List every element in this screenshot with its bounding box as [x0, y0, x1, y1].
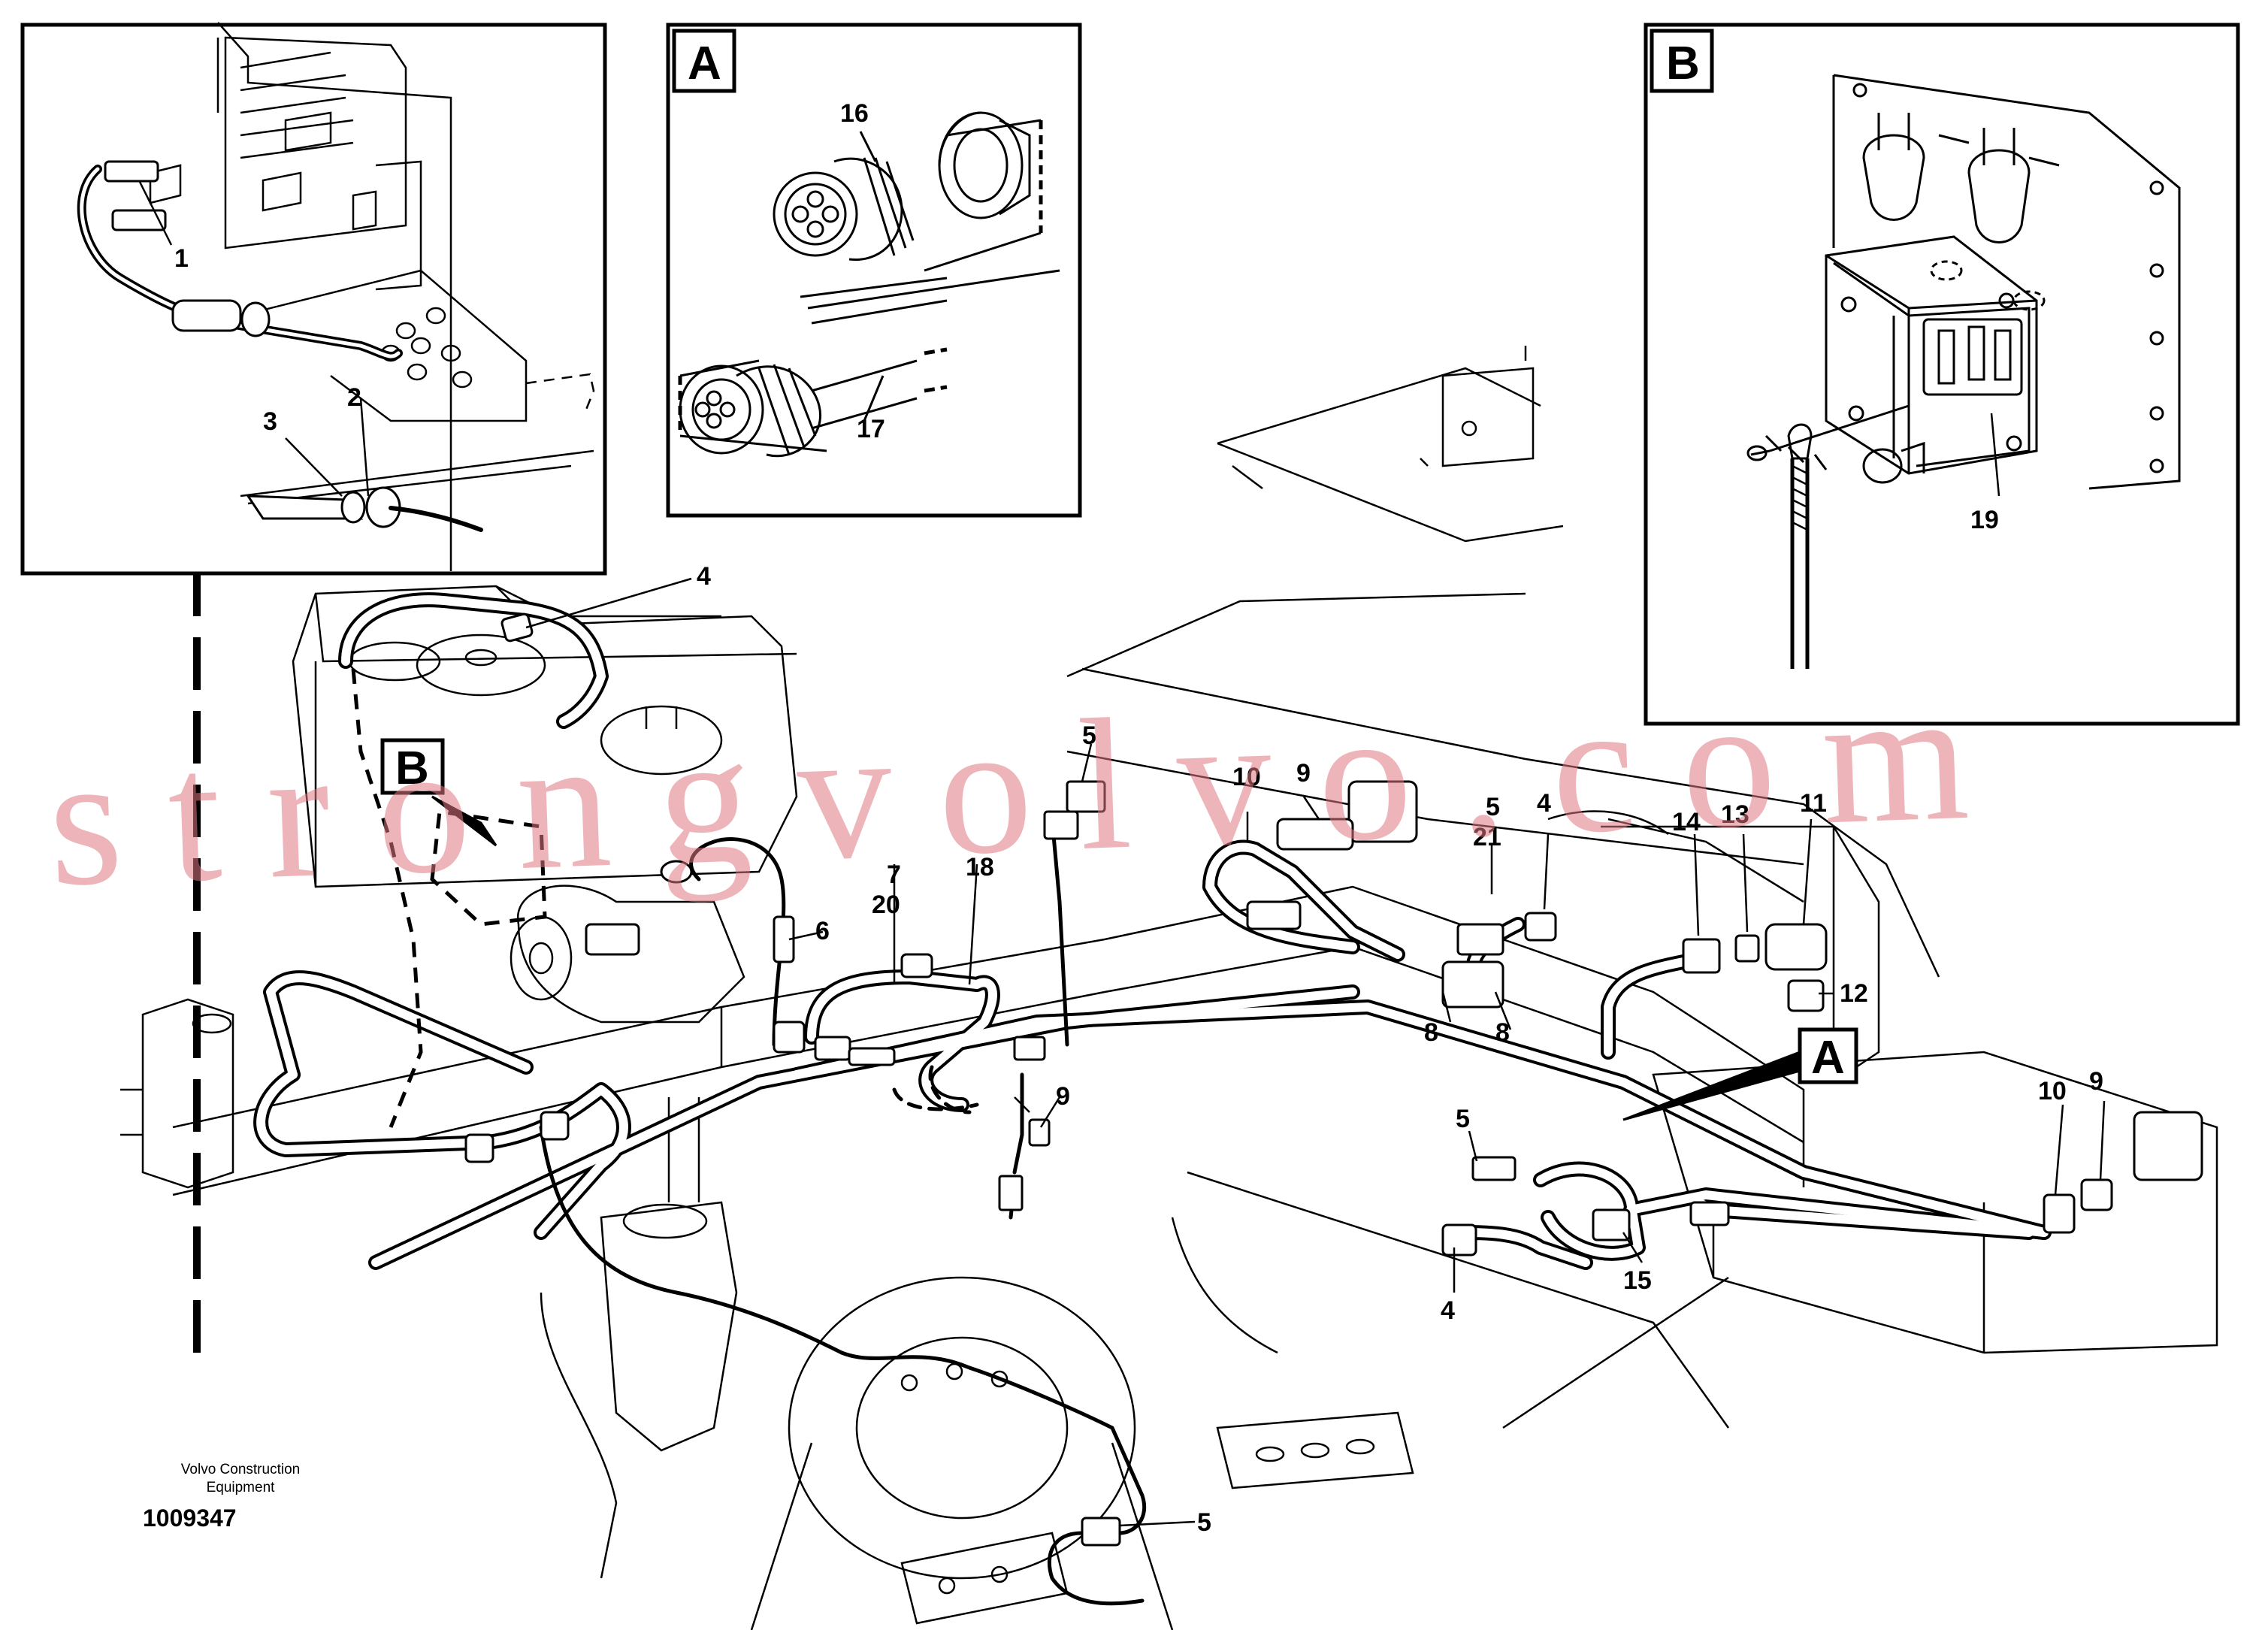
callout-20: 20 — [872, 891, 900, 919]
callout-9-top: 9 — [1296, 759, 1311, 788]
callout-12: 12 — [1840, 979, 1868, 1008]
pointer-a-letter: A — [1811, 1032, 1845, 1084]
callout-14: 14 — [1672, 808, 1701, 836]
callout-2: 2 — [347, 383, 361, 412]
callout-4-mid: 4 — [1537, 789, 1551, 818]
callout-5-low: 5 — [1456, 1105, 1470, 1133]
pointer-a: A — [1622, 1027, 1858, 1121]
callout-19: 19 — [1970, 506, 1999, 534]
callout-9-right: 9 — [2089, 1067, 2103, 1096]
callout-8-a: 8 — [1424, 1018, 1438, 1047]
callout-18: 18 — [966, 853, 994, 882]
detail-inset-b: B — [1644, 23, 2240, 726]
callout-5-bottom: 5 — [1197, 1508, 1211, 1537]
harness-connectors — [464, 612, 2203, 1547]
callout-13: 13 — [1721, 800, 1749, 829]
callout-21: 21 — [1473, 823, 1501, 851]
callout-9-mid: 9 — [1056, 1082, 1070, 1111]
machine-frame-linework — [120, 346, 2218, 1630]
detail-inset-top-left: 1 2 3 — [20, 22, 607, 576]
callout-16: 16 — [840, 99, 869, 128]
b-region-dashed — [351, 668, 547, 1128]
callout-1: 1 — [174, 244, 189, 273]
callout-15: 15 — [1623, 1266, 1652, 1295]
callout-5-mid: 5 — [1486, 793, 1500, 821]
credit-line-2: Equipment — [206, 1480, 275, 1495]
callout-17: 17 — [857, 415, 885, 443]
pointer-b: B — [380, 738, 497, 847]
inset-a-letter: A — [688, 38, 721, 89]
callout-4-top: 4 — [697, 562, 711, 591]
callout-5-top: 5 — [1082, 721, 1096, 750]
detail-inset-a: A — [666, 23, 1082, 518]
credit-line-1: Volvo Construction — [180, 1462, 301, 1477]
inset-b-letter: B — [1666, 38, 1700, 89]
callout-4-low: 4 — [1441, 1296, 1455, 1325]
callout-10-right: 10 — [2038, 1077, 2067, 1105]
callout-10-top: 10 — [1232, 763, 1261, 791]
drawing-number: 1009347 — [143, 1504, 237, 1532]
callout-7: 7 — [887, 860, 901, 889]
callout-3: 3 — [263, 407, 277, 436]
callout-11: 11 — [1800, 789, 1827, 818]
callout-8-b: 8 — [1495, 1018, 1510, 1047]
callout-leader-lines — [525, 577, 2106, 1527]
pointer-b-letter: B — [395, 742, 429, 794]
callout-6: 6 — [815, 917, 830, 945]
